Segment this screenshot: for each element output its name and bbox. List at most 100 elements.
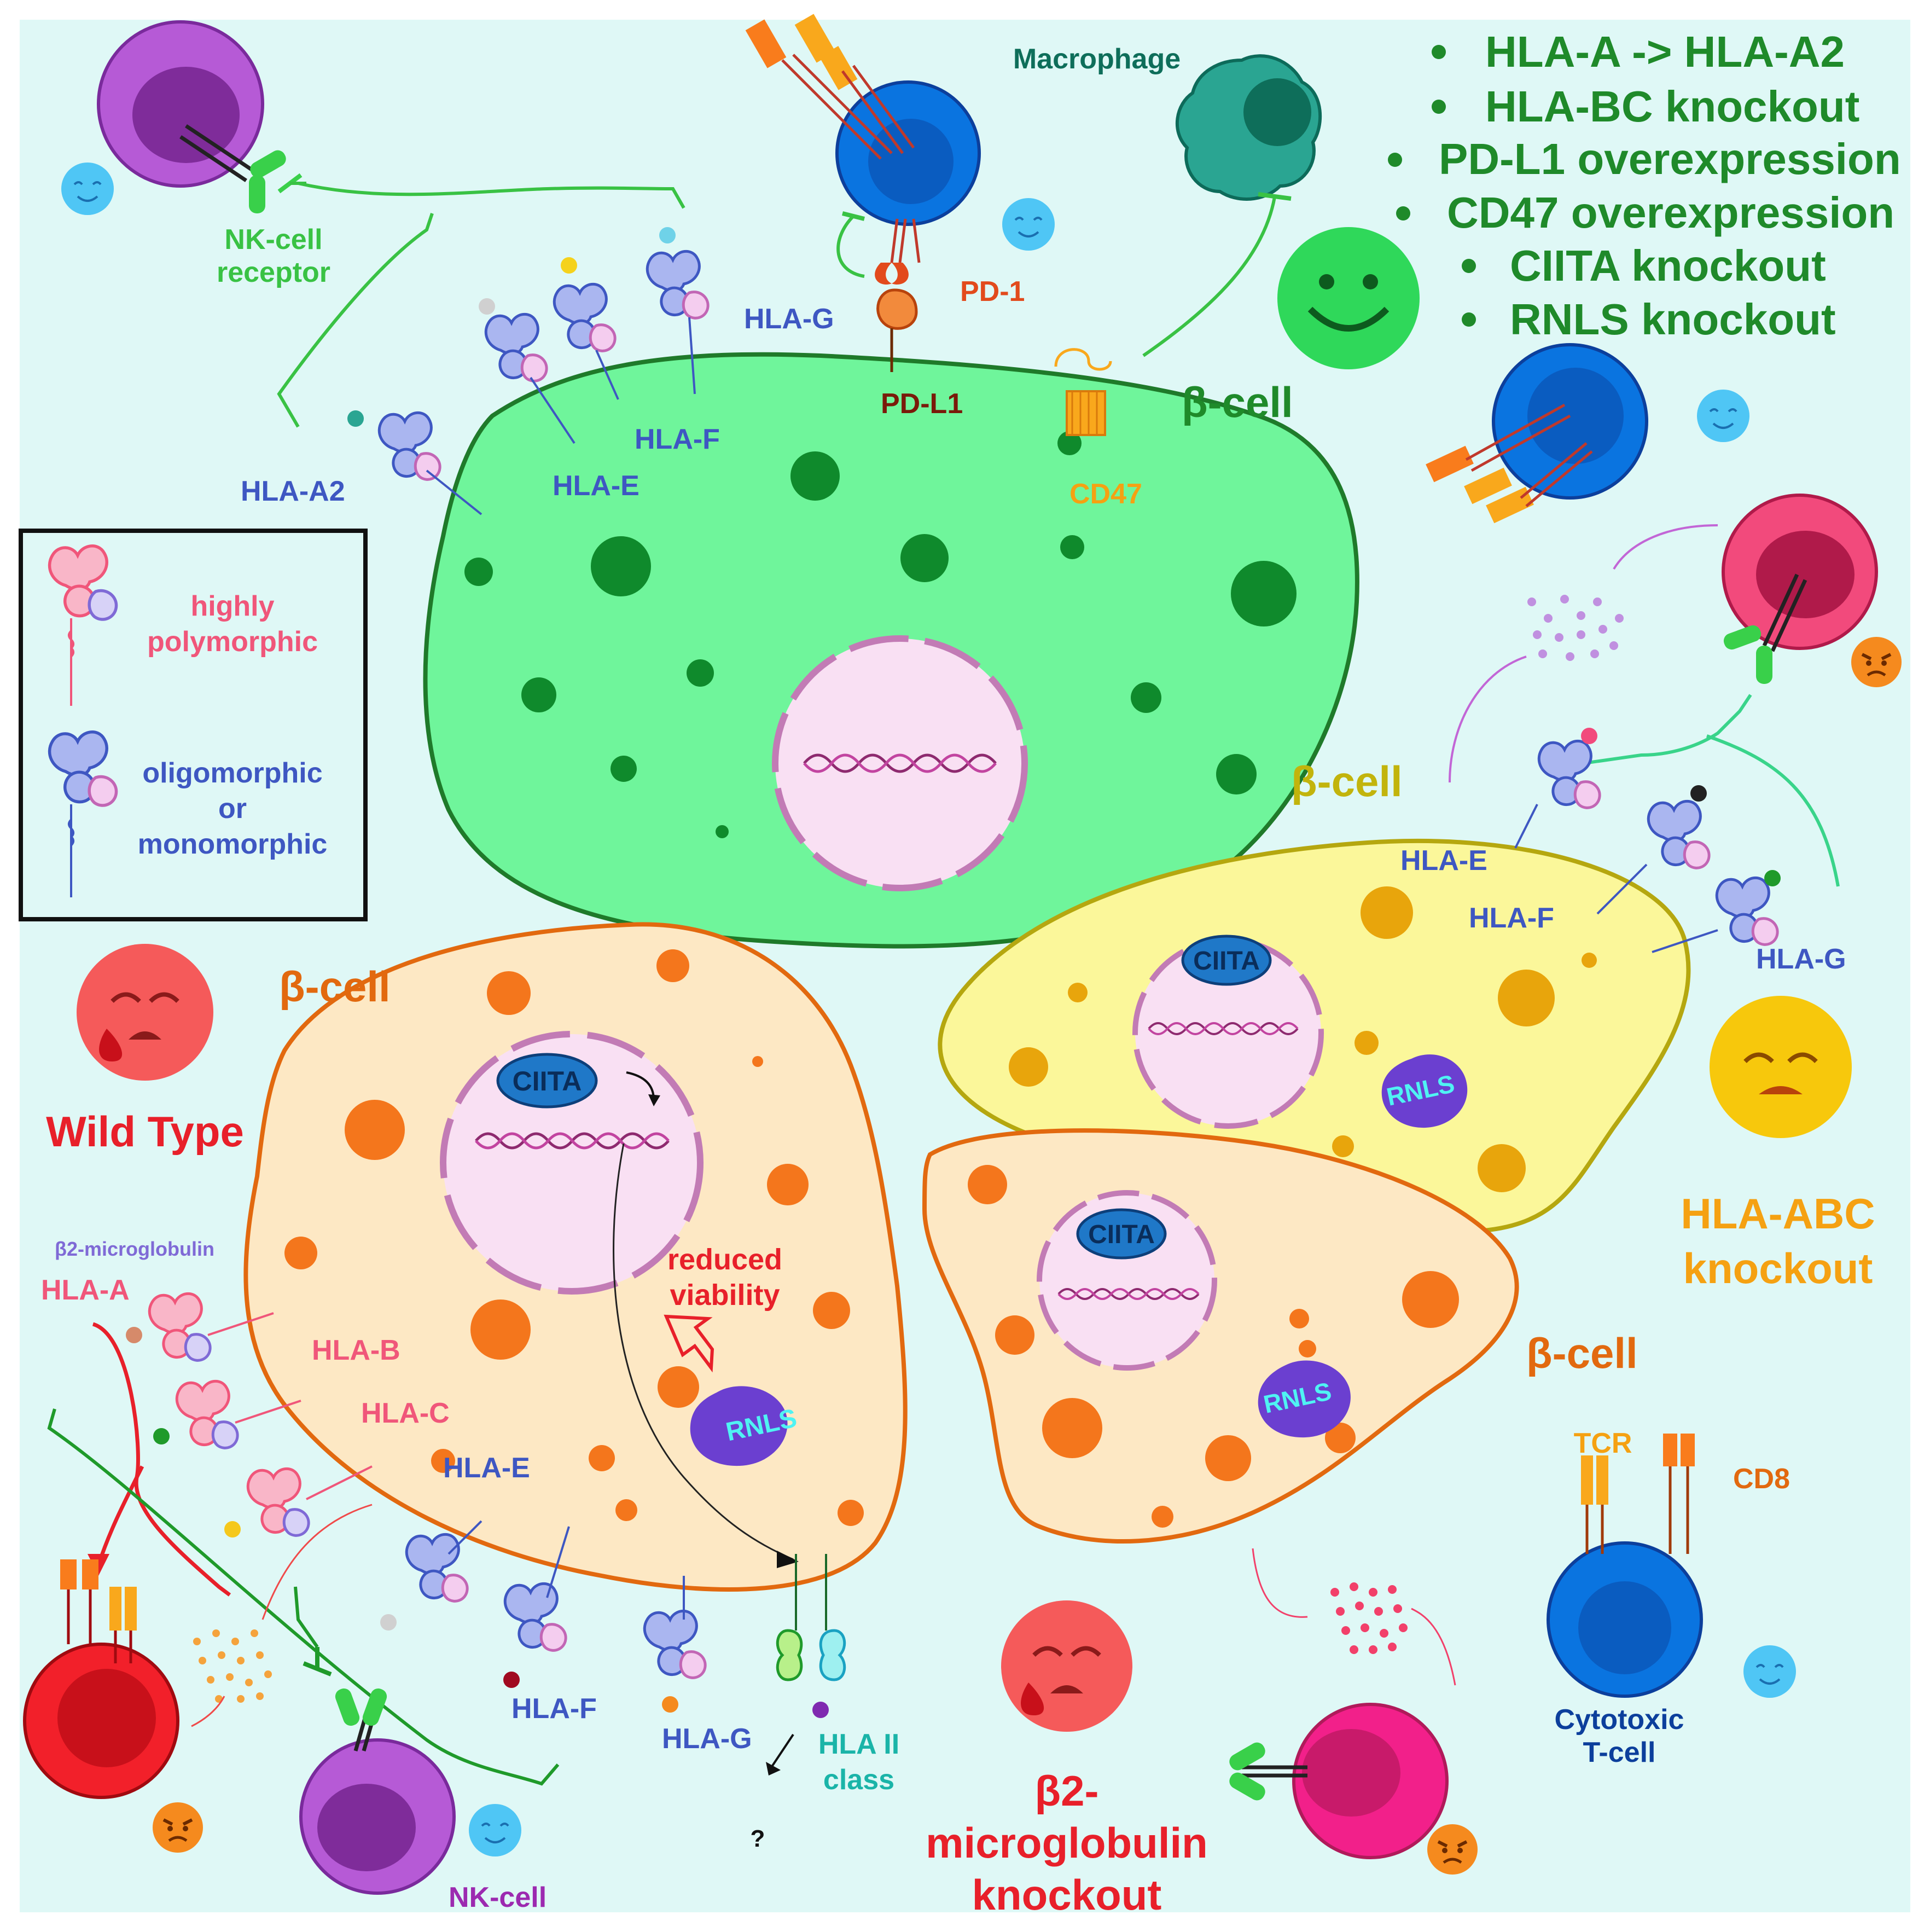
cytotoxic-cell-right [1722, 494, 1878, 684]
cytokine-arrow-left [261, 1504, 373, 1620]
hla-g-bottom-molecule [644, 1576, 705, 1713]
legend-highly-line1: highly [190, 590, 274, 622]
modification-list: HLA-A -> HLA-A2 HLA-BC knockout PD-L1 ov… [1388, 27, 1901, 344]
reduced-viability-line2: viability [670, 1279, 780, 1312]
hla-f-yellow-molecule [1596, 785, 1709, 915]
nk-inhibition-bracket [277, 182, 685, 428]
angry-smiley-icon-3 [1427, 1824, 1478, 1875]
cytotoxic-t-cell [1547, 1434, 1703, 1698]
hla-g-top-molecule [647, 227, 708, 394]
ciita-to-hla2-arrow [613, 1143, 794, 1560]
question-mark-label: ? [751, 1825, 765, 1852]
cytokine-arrow-bottom-1 [1411, 1608, 1456, 1686]
sad-red-smiley-icon-2 [1001, 1600, 1132, 1732]
hla-f-bottom-molecule [503, 1526, 570, 1688]
cytokine-cloud-left [193, 1629, 272, 1703]
hla-a2-molecule [347, 410, 482, 515]
legend-oligo-line3: monomorphic [138, 828, 328, 860]
hla-b-molecule [153, 1381, 301, 1448]
list-item-4: CD47 overexpression [1447, 188, 1894, 237]
nk-receptor-line2: receptor [217, 257, 330, 288]
list-item-1: HLA-A -> HLA-A2 [1485, 27, 1845, 76]
reduced-viability-arrow [664, 1314, 714, 1373]
hla-f-yellow-label: HLA-F [1469, 902, 1554, 934]
legend-oligo-line2: or [218, 793, 247, 825]
ciita-b2m-label: CIITA [1088, 1220, 1155, 1249]
legend-highly-polymorphic-icon [50, 546, 117, 706]
cytokine-cloud-right [1527, 595, 1624, 661]
green-beta-cell [423, 352, 1359, 949]
angry-smiley-icon-2 [153, 1802, 203, 1853]
b2m-ko-line3: knockout [972, 1871, 1162, 1919]
b2m-ko-beta-cell: CIITA RNLS [922, 1128, 1519, 1544]
rnls-b2m-blob: RNLS [1258, 1360, 1351, 1438]
hla-abc-ko-line1: HLA-ABC [1681, 1190, 1875, 1238]
b2m-ko-line2: microglobulin [926, 1819, 1208, 1867]
hla-e-yellow-molecule [1514, 728, 1600, 849]
nk-cell-bottom [299, 1688, 456, 1895]
hla-e-yellow-label: HLA-E [1400, 845, 1487, 877]
ctl-line2: T-cell [1583, 1737, 1656, 1768]
happy-blue-smiley-icon-5 [1742, 1644, 1797, 1699]
b2m-ko-nucleus: CIITA [1037, 1190, 1217, 1371]
wild-type-label: Wild Type [46, 1107, 244, 1156]
wild-type-beta-cell: CIITA RNLS [243, 922, 908, 1592]
hla-class-ii-molecule [776, 1554, 846, 1718]
hla-class-ii-line1: HLA II [818, 1728, 899, 1760]
happy-blue-smiley-icon-2 [1001, 197, 1056, 252]
hla-a2-label: HLA-A2 [241, 475, 345, 507]
macrophage-label: Macrophage [1013, 43, 1181, 75]
hla-c-molecule [224, 1465, 373, 1538]
hla-g-bottom-label: HLA-G [662, 1723, 752, 1755]
list-item-5: CIITA knockout [1510, 241, 1826, 290]
nk-cell-label: NK-cell [449, 1882, 547, 1913]
yellow-beta-cell-label: β-cell [1291, 757, 1403, 805]
ciita-yellow-label: CIITA [1193, 947, 1260, 976]
nk-inhibition-bracket-bottom [47, 1408, 560, 1786]
rnls-yellow-blob: RNLS [1381, 1054, 1468, 1128]
pdl1-molecule [876, 288, 918, 372]
hla-g-yellow-molecule [1652, 870, 1781, 953]
happy-green-smiley-icon [1277, 227, 1420, 369]
hla-e-bottom-label: HLA-E [443, 1452, 530, 1484]
tcr-label: TCR [1574, 1428, 1632, 1459]
ctl-line1: Cytotoxic [1555, 1704, 1684, 1736]
hla-a-molecule [126, 1293, 274, 1360]
hla-e-bottom-molecule [380, 1520, 482, 1631]
green-beta-cell-label: β-cell [1182, 378, 1293, 426]
legend-oligo-line1: oligomorphic [142, 757, 322, 789]
cd8-label: CD8 [1733, 1463, 1790, 1495]
hla-g-yellow-label: HLA-G [1756, 943, 1846, 975]
cytokine-arrow-top [1613, 524, 1718, 570]
happy-blue-smiley-icon [60, 161, 115, 216]
wild-type-beta-cell-label: β-cell [279, 962, 391, 1011]
pdl1-inhibition-arrow [836, 214, 865, 278]
list-item-2: HLA-BC knockout [1485, 82, 1859, 131]
cd47-label: CD47 [1069, 478, 1142, 510]
sad-red-smiley-icon [77, 944, 213, 1081]
b2m-small-label: β2-microglobulin [55, 1238, 214, 1260]
hla-f-top-molecule [554, 257, 619, 400]
list-item-6: RNLS knockout [1510, 295, 1836, 344]
hla-a-label: HLA-A [41, 1274, 130, 1306]
hla-abc-ko-line2: knockout [1683, 1244, 1873, 1292]
cd47-molecule [1054, 348, 1112, 436]
happy-blue-smiley-icon-4 [468, 1803, 522, 1858]
green-cell-nucleus [772, 635, 1028, 891]
nk-receptor-line1: NK-cell [224, 224, 322, 256]
pdl1-label: PD-L1 [881, 388, 963, 420]
hla-f-bottom-label: HLA-F [511, 1693, 597, 1725]
nk-cell-bottom-pink [1229, 1703, 1449, 1859]
t-cell-top [745, 14, 981, 285]
wild-type-nucleus: CIITA [440, 1031, 704, 1295]
legend-highly-line2: polymorphic [147, 626, 318, 658]
b2m-ko-beta-cell-label: β-cell [1526, 1329, 1638, 1377]
nk-inhibition-bracket-right [1553, 694, 1840, 887]
red-t-cell [23, 1559, 179, 1799]
list-item-3: PD-L1 overexpression [1439, 135, 1901, 183]
nk-cell-top-left [97, 20, 303, 213]
happy-blue-smiley-icon-3 [1696, 388, 1751, 443]
hla-g-top-label: HLA-G [744, 303, 834, 335]
